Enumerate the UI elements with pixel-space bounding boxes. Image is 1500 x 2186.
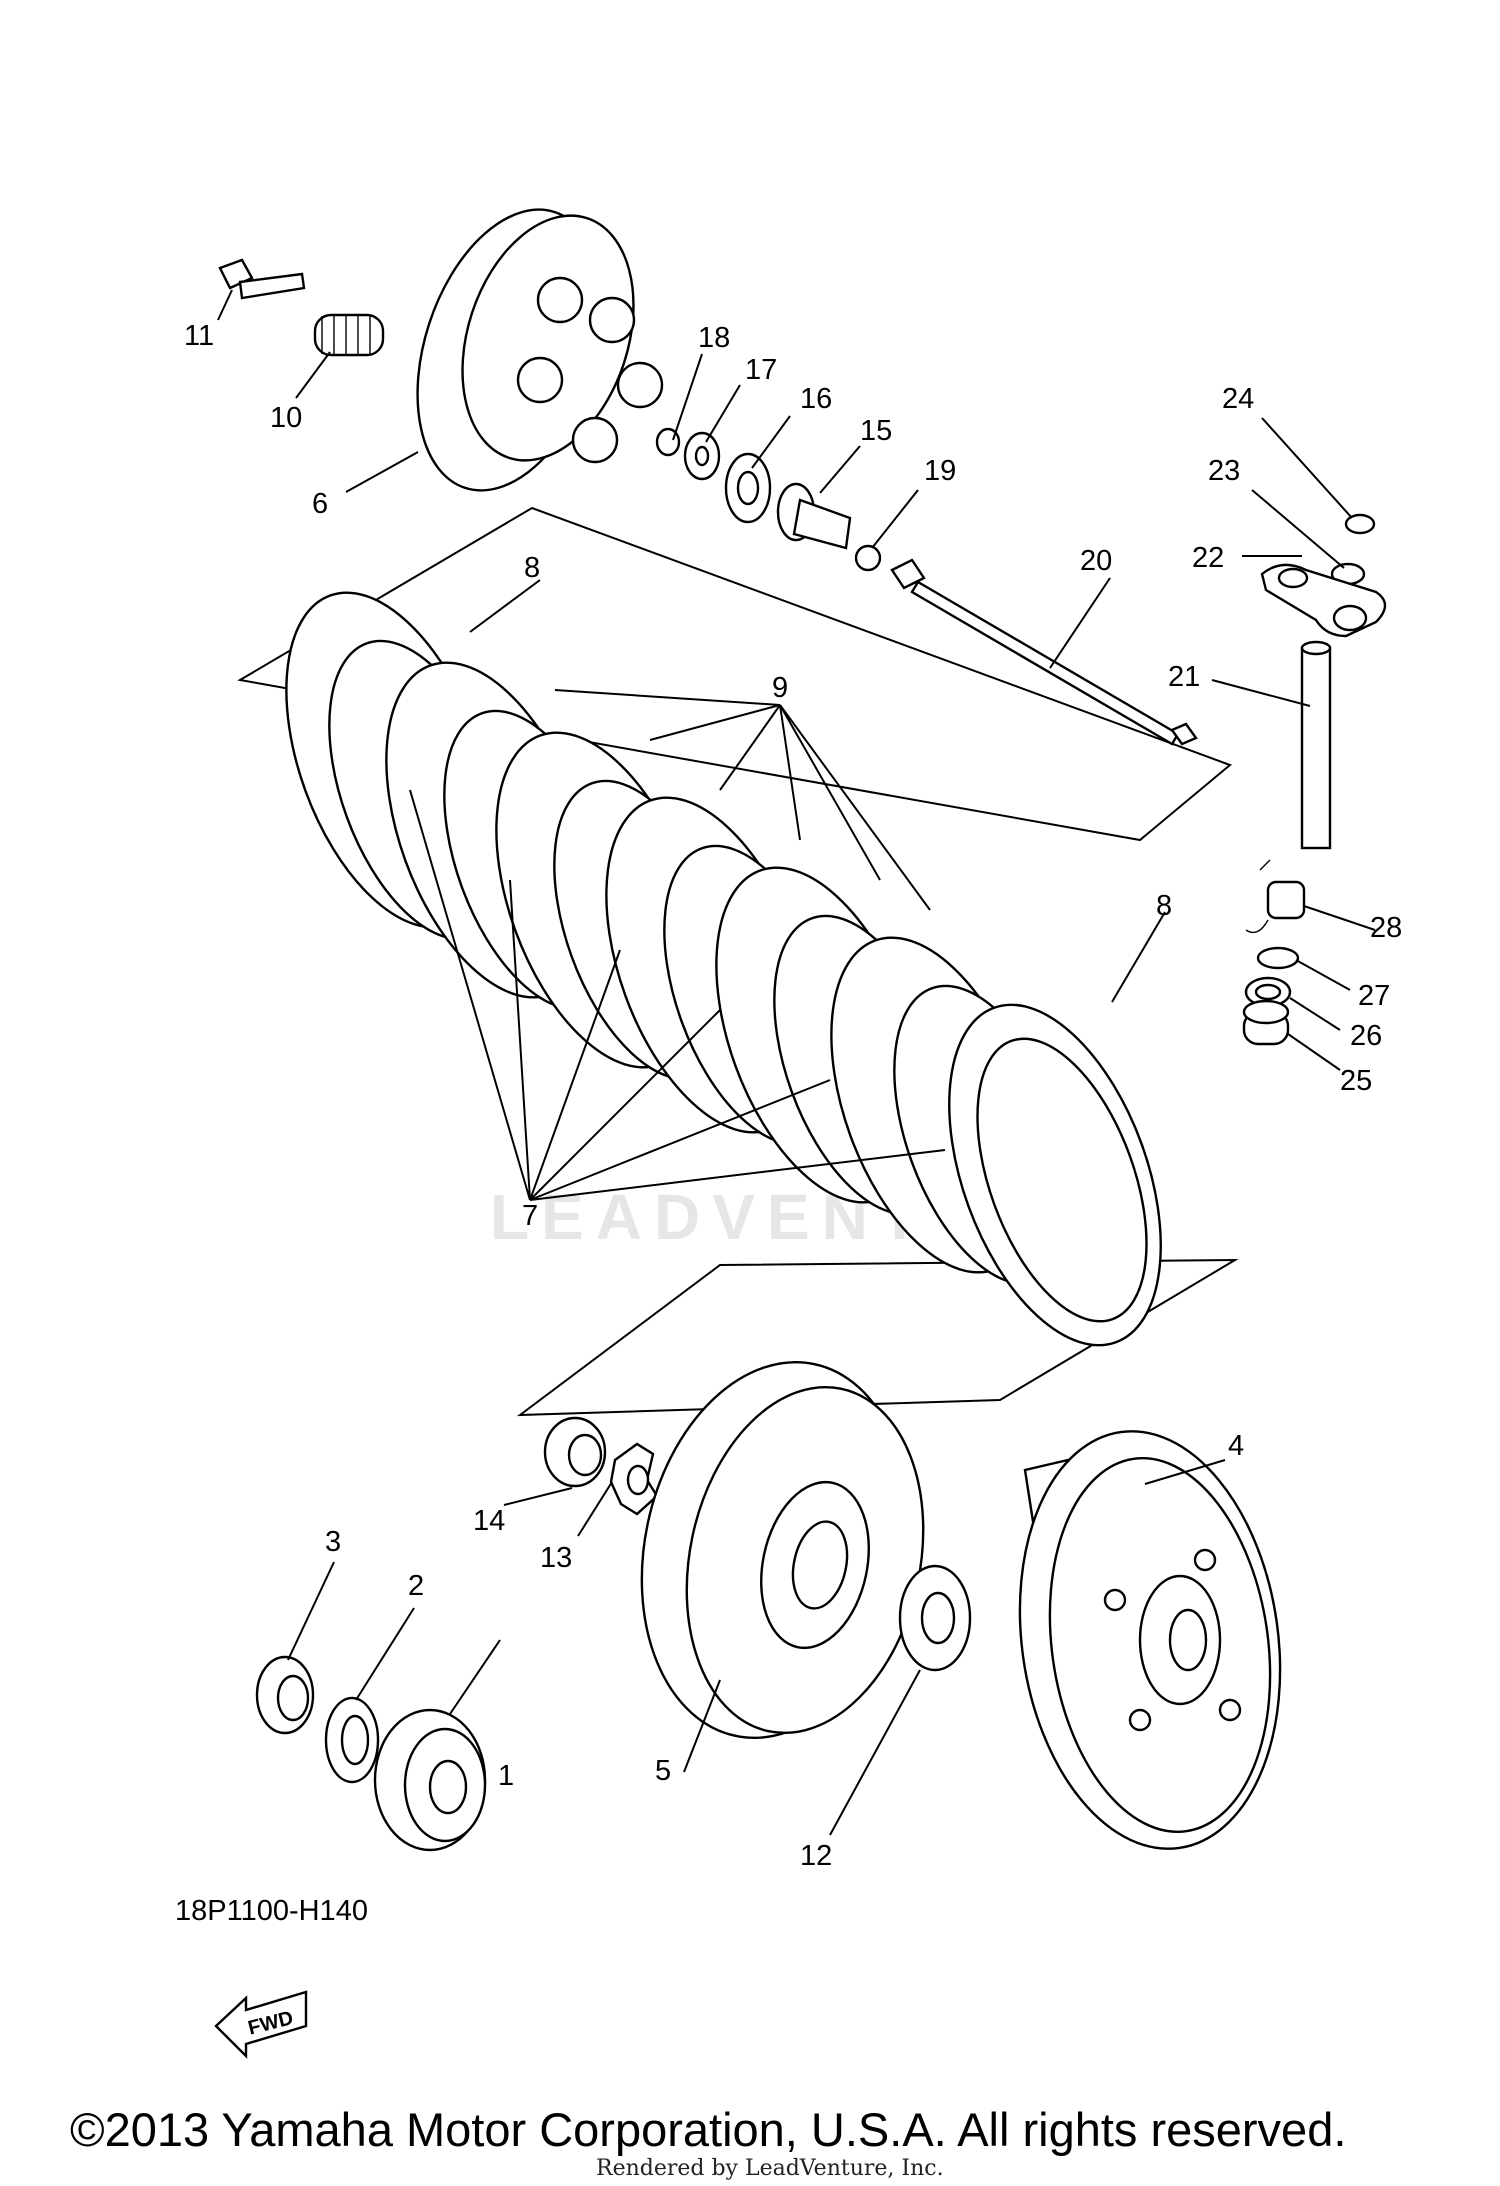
lever-part [1260,563,1387,638]
lock-nut-part [543,1416,607,1488]
lock-washer-part [609,1442,659,1516]
callout-15: 15 [860,415,892,447]
callout-21: 21 [1168,661,1200,693]
leader-lines [217,289,1376,1836]
callout-12: 12 [800,1840,832,1872]
push-rod-part [776,482,852,550]
primary-washer-part [324,1696,380,1784]
bolt-part [218,258,306,300]
ball-part [854,544,882,572]
callout-8-bottom: 8 [1156,890,1172,922]
callout-7: 7 [522,1200,538,1232]
callout-17: 17 [745,354,777,386]
callout-14: 14 [473,1505,505,1537]
thrust-washer-part [898,1564,972,1672]
primary-drive-gear-part [373,1708,487,1852]
fwd-arrow-icon: FWD [214,1990,308,2059]
callout-1: 1 [498,1760,514,1792]
clutch-boss-part [640,1360,925,1740]
copyright-notice: ©2013 Yamaha Motor Corporation, U.S.A. A… [70,2103,1347,2156]
torsion-spring-part [1245,859,1306,934]
callout-11: 11 [184,320,214,352]
callout-13: 13 [540,1542,572,1574]
push-lever-shaft-part [1300,640,1332,850]
long-push-rod-part [890,558,1198,746]
rendered-by-notice: Rendered by LeadVenture, Inc. [596,2156,944,2181]
callout-19: 19 [924,455,956,487]
callout-3: 3 [325,1526,341,1558]
bearing-part [724,452,772,524]
callout-20: 20 [1080,545,1112,577]
washer-part [683,431,721,481]
diagram-code: 18P1100-H140 [175,1895,368,1927]
small-circlip-part [1344,513,1376,535]
callout-25: 25 [1340,1065,1372,1097]
callout-2: 2 [408,1570,424,1602]
callout-23: 23 [1208,455,1240,487]
callout-8-top: 8 [524,552,540,584]
callout-22: 22 [1192,542,1224,574]
callout-5: 5 [655,1755,671,1787]
primary-nut-part [255,1655,315,1735]
pressure-plate-part [416,208,664,492]
callout-26: 26 [1350,1020,1382,1052]
callout-10: 10 [270,402,302,434]
spring-part [313,313,385,357]
clutch-housing-part [1018,1430,1282,1850]
callout-4: 4 [1228,1430,1244,1462]
clutch-plate-stack [285,591,1162,1347]
callout-28: 28 [1370,912,1402,944]
callout-6: 6 [312,488,328,520]
callout-9: 9 [772,672,788,704]
callouts: 1 2 3 4 5 6 7 8 8 9 10 11 12 13 14 15 16… [175,320,1402,1927]
callout-24: 24 [1222,383,1254,415]
callout-18: 18 [698,322,730,354]
callout-27: 27 [1358,980,1390,1012]
lever-circlip-part [1256,946,1300,970]
needle-bearing-part [1242,999,1290,1046]
callout-16: 16 [800,383,832,415]
